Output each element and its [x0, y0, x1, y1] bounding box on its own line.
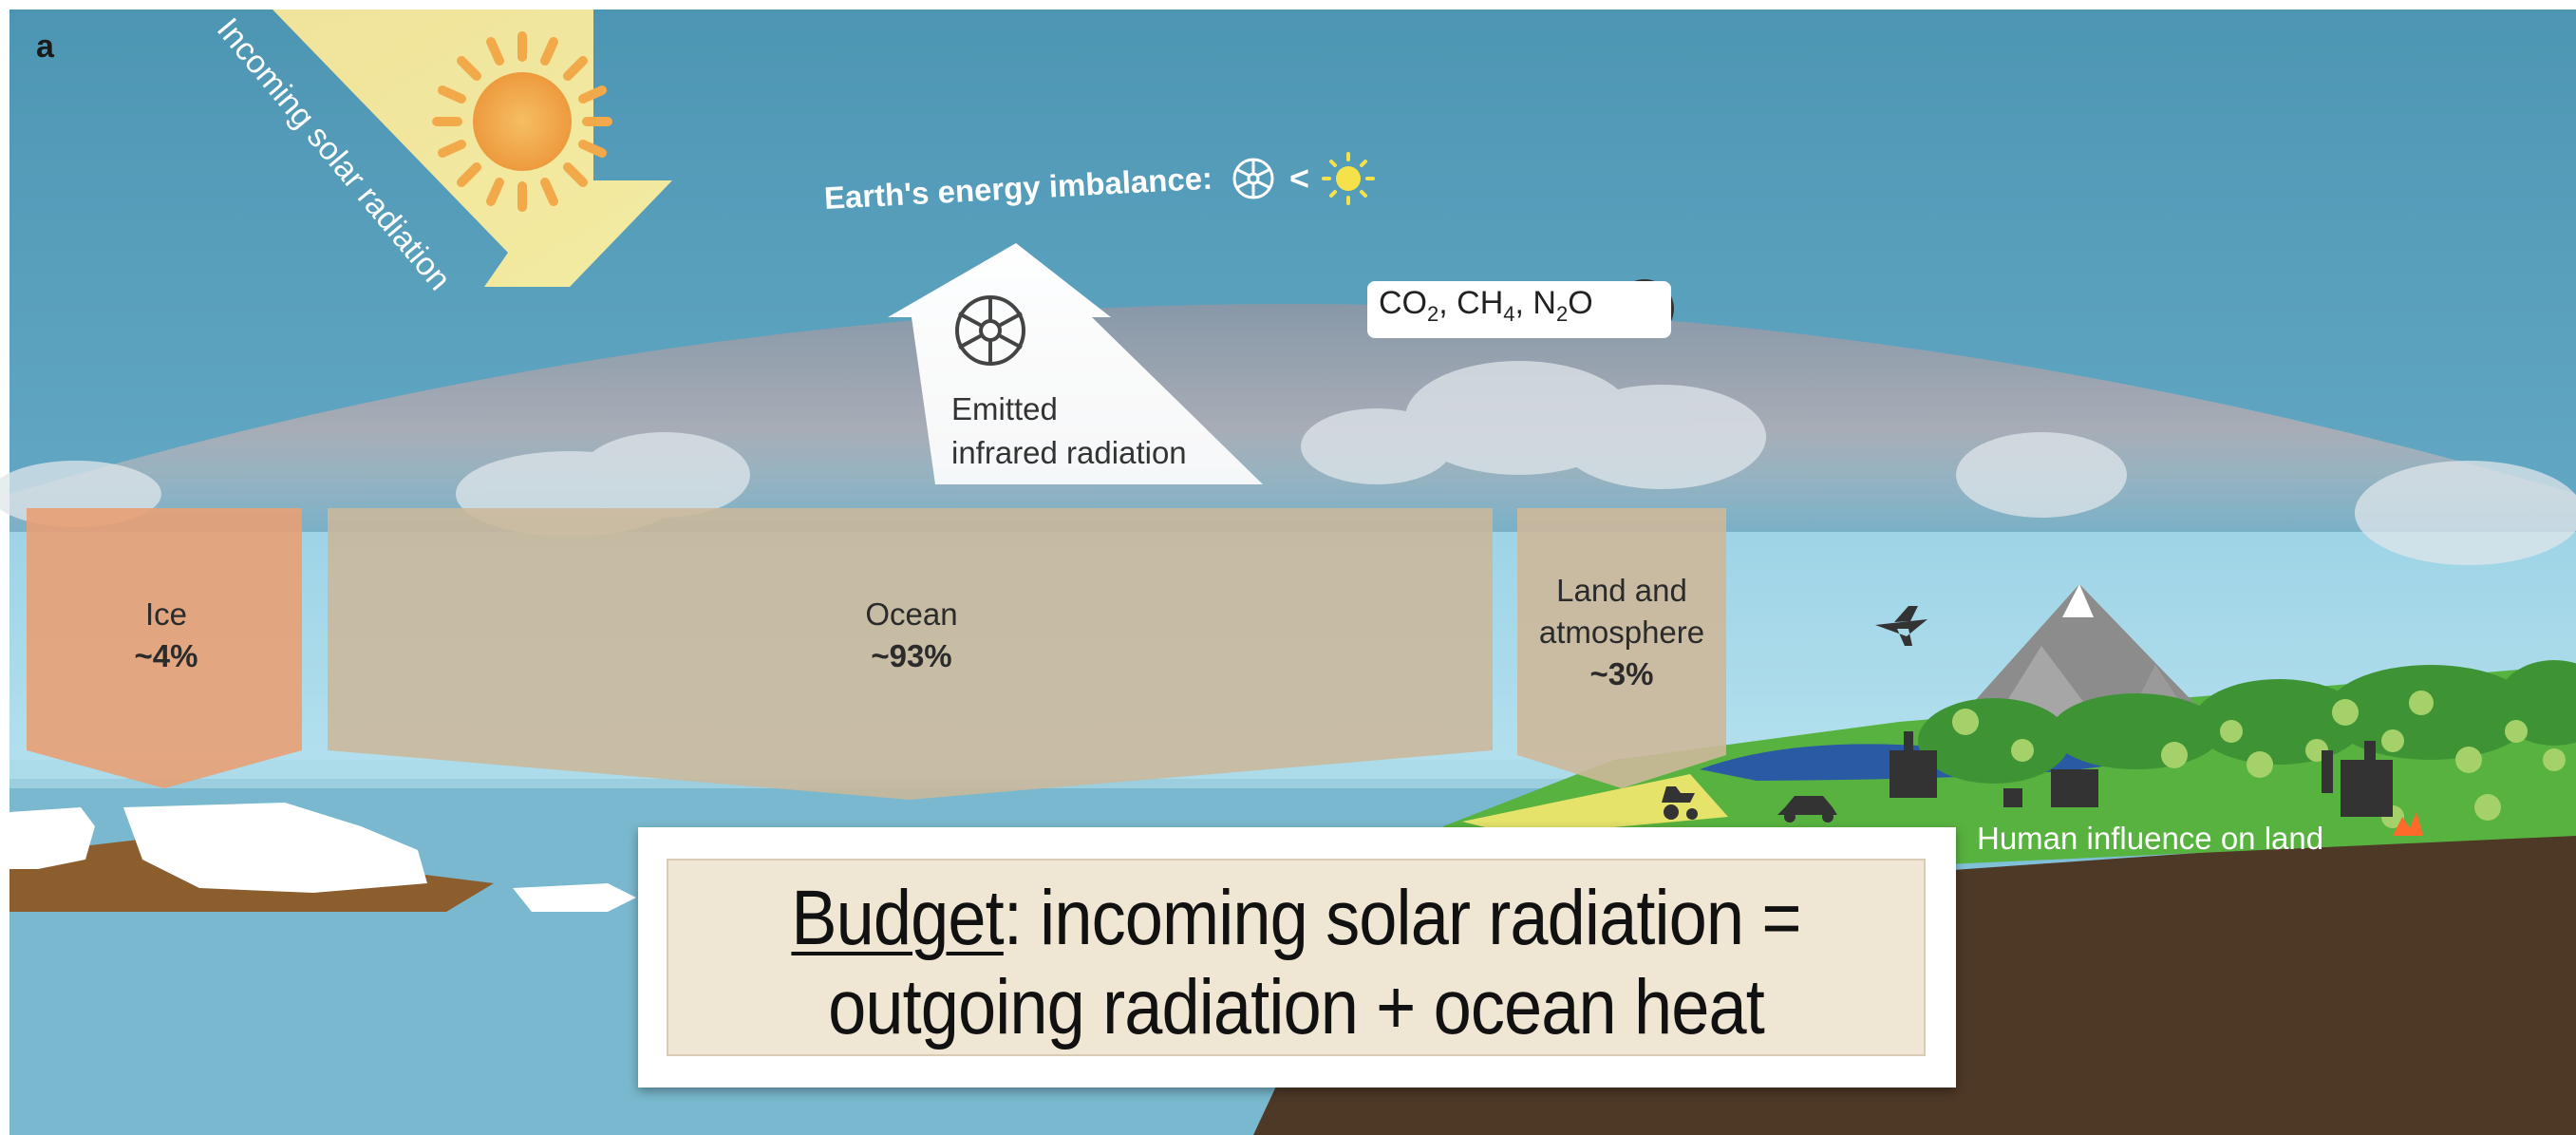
land-atmosphere-box: [1517, 508, 1726, 788]
budget-text: Budget: incoming solar radiation = outgo…: [743, 874, 1848, 1052]
ice-name: Ice: [144, 596, 188, 632]
ocean-value: ~93%: [871, 638, 952, 673]
ice-box: [27, 508, 302, 788]
hills: [1918, 660, 2576, 784]
panel-label: a: [36, 28, 54, 65]
imbalance-wheel-icon: [1232, 158, 1274, 199]
incoming-radiation-arrow: [273, 9, 672, 287]
ghg-co-sub: 2: [1427, 301, 1439, 326]
budget-callout: Budget: incoming solar radiation = outgo…: [638, 827, 1956, 1088]
greenhouse-gas-label: CO2, CH4, N2O: [1379, 285, 1593, 327]
ice-value: ~4%: [134, 638, 198, 673]
imbalance-comparator: <: [1289, 159, 1309, 198]
emitted-line-2: infrared radiation: [951, 435, 1187, 470]
ghg-ch-sub: 4: [1503, 301, 1515, 326]
farmland: [1462, 774, 1728, 836]
human-activity-icons: [1662, 606, 2393, 823]
human-influence-label: Human influence on land: [1977, 821, 2324, 856]
clouds: [0, 361, 2576, 565]
budget-word: Budget: [791, 875, 1004, 961]
fire-icon: [2393, 812, 2423, 836]
budget-line-1-rest: : incoming solar radiation =: [1003, 875, 1802, 961]
sun-icon: [432, 31, 612, 212]
ice-shelves: [9, 803, 636, 912]
emitted-radiation-arrow: [888, 243, 1263, 484]
ghg-ch: , CH: [1438, 285, 1504, 321]
ocean-label: Ocean ~93%: [817, 594, 1006, 677]
ocean-box: [328, 508, 1493, 800]
ghg-co: CO: [1379, 285, 1427, 321]
ghg-n-sub: 2: [1555, 301, 1569, 326]
land-atmosphere-label: Land and atmosphere ~3%: [1517, 570, 1726, 695]
budget-line-2: outgoing radiation + ocean heat: [828, 964, 1765, 1050]
ghg-n: , N: [1514, 285, 1556, 321]
land-name-line-1: Land and: [1556, 573, 1687, 608]
trees: [1952, 690, 2566, 828]
infrared-wheel-icon: [955, 295, 1025, 366]
budget-line-1: Budget: incoming solar radiation =: [743, 874, 1848, 963]
ice-label: Ice ~4%: [85, 594, 247, 677]
land-value: ~3%: [1589, 656, 1654, 691]
greenhouse-gas-box: [1367, 281, 1671, 338]
ocean-name: Ocean: [865, 596, 958, 632]
imbalance-sun-icon: [1322, 152, 1375, 205]
ghg-o: O: [1568, 285, 1593, 321]
emitted-line-1: Emitted: [951, 391, 1058, 426]
budget-callout-inner: Budget: incoming solar radiation = outgo…: [667, 859, 1926, 1056]
land-name-line-2: atmosphere: [1538, 615, 1705, 650]
emitted-radiation-label: Emitted infrared radiation: [951, 388, 1187, 475]
